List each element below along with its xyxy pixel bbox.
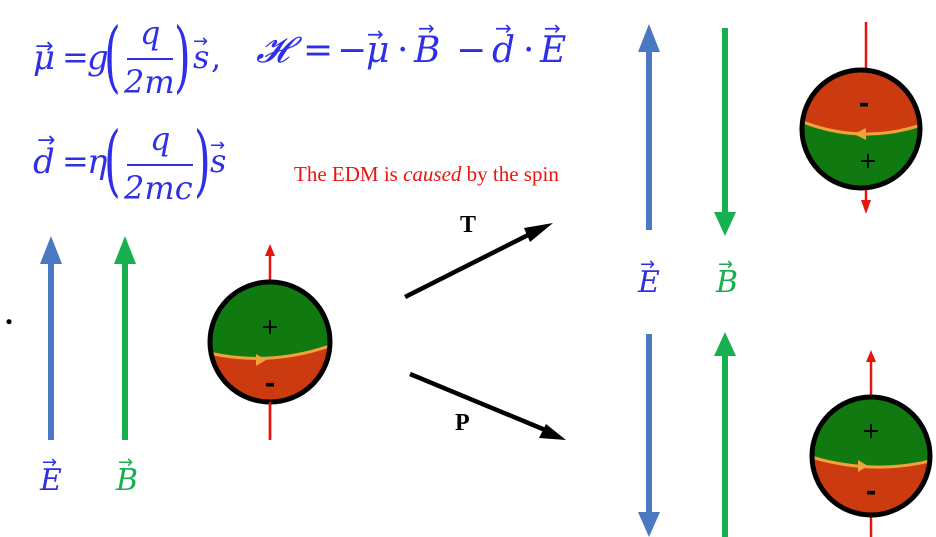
caption: The EDM is caused by the spin — [294, 162, 559, 187]
field-arrow-B-left — [114, 236, 136, 440]
hamiltonian-B-arrow: → — [418, 16, 435, 40]
time-reversal-label: T — [460, 212, 477, 238]
d-fraction-numerator: q — [150, 120, 171, 158]
mu-right-paren: ) — [174, 12, 191, 102]
mu-left-paren: ( — [104, 12, 121, 102]
charge-minus-bottom-right: - — [866, 477, 877, 507]
particle-bottom-right — [809, 350, 933, 537]
field-label-B-right-arrow: → — [718, 254, 734, 275]
mu-spin-s: s — [193, 38, 210, 76]
mu-symbol: μ — [33, 38, 56, 78]
d-right-paren: ) — [194, 116, 211, 206]
hamiltonian-d: d — [492, 30, 516, 71]
field-arrow-B-bottom-right — [714, 332, 736, 537]
parity-arrow — [409, 371, 566, 440]
stray-dot: . — [5, 295, 13, 331]
field-arrow-E-bottom-right — [638, 334, 660, 537]
charge-plus-bottom-right: + — [862, 419, 880, 444]
charge-plus-left: + — [261, 315, 279, 340]
hamiltonian-symbol: 𝓗 — [256, 30, 289, 71]
d-spin-s: s — [210, 142, 227, 180]
charge-plus-top-right: + — [859, 149, 877, 174]
field-label-E-right-arrow: → — [640, 254, 656, 275]
field-label-B-left: B — [116, 463, 139, 498]
hamiltonian-minus-2: − — [456, 30, 487, 71]
hamiltonian-mu: μ — [366, 30, 390, 71]
d-symbol: d — [33, 142, 55, 182]
time-reversal-arrow — [403, 223, 553, 300]
field-label-E-right: E — [638, 265, 660, 300]
field-arrow-B-top-right — [714, 28, 736, 236]
d-equals: = — [62, 142, 89, 180]
parity-label: P — [455, 410, 470, 436]
field-label-E-left-arrow: → — [42, 452, 58, 473]
field-label-B-right: B — [716, 265, 739, 300]
hamiltonian-equals: = — [303, 30, 334, 71]
hamiltonian-dot-2: · — [523, 30, 535, 71]
mu-fraction-numerator: q — [140, 14, 161, 52]
hamiltonian-B: B — [414, 30, 441, 71]
mu-fraction-bar — [127, 58, 173, 60]
particle-top-right — [799, 22, 923, 214]
hamiltonian-dot-1: · — [397, 30, 409, 71]
eta-factor: η — [87, 142, 108, 182]
hamiltonian-E: E — [540, 30, 567, 71]
mu-fraction-denominator: 2m — [124, 63, 175, 101]
hamiltonian-mu-arrow: → — [367, 22, 384, 46]
charge-minus-left: - — [265, 369, 276, 399]
d-vector-arrow: → — [37, 128, 56, 153]
s-vector-arrow: → — [193, 31, 209, 52]
d-s-vector-arrow: → — [210, 135, 226, 156]
hamiltonian-minus-1: − — [337, 30, 368, 71]
field-arrow-E-top-right — [638, 24, 660, 230]
field-label-E-left: E — [40, 463, 62, 498]
mu-vector-arrow: → — [35, 34, 54, 59]
caption-suffix: by the spin — [461, 162, 559, 186]
field-arrow-E-left — [40, 236, 62, 440]
particle-left — [207, 244, 333, 440]
d-left-paren: ( — [104, 116, 121, 206]
d-fraction-denominator: 2mc — [124, 169, 193, 207]
g-factor: g — [87, 38, 109, 78]
field-label-B-left-arrow: → — [118, 452, 134, 473]
mu-equals: = — [62, 38, 89, 76]
d-fraction-bar — [127, 164, 193, 166]
hamiltonian-E-arrow: → — [544, 16, 561, 40]
caption-prefix: The EDM is — [294, 162, 404, 186]
caption-emphasis: caused — [403, 162, 462, 186]
mu-comma: , — [211, 38, 222, 76]
hamiltonian-d-arrow: → — [495, 16, 512, 40]
charge-minus-top-right: - — [859, 89, 870, 119]
